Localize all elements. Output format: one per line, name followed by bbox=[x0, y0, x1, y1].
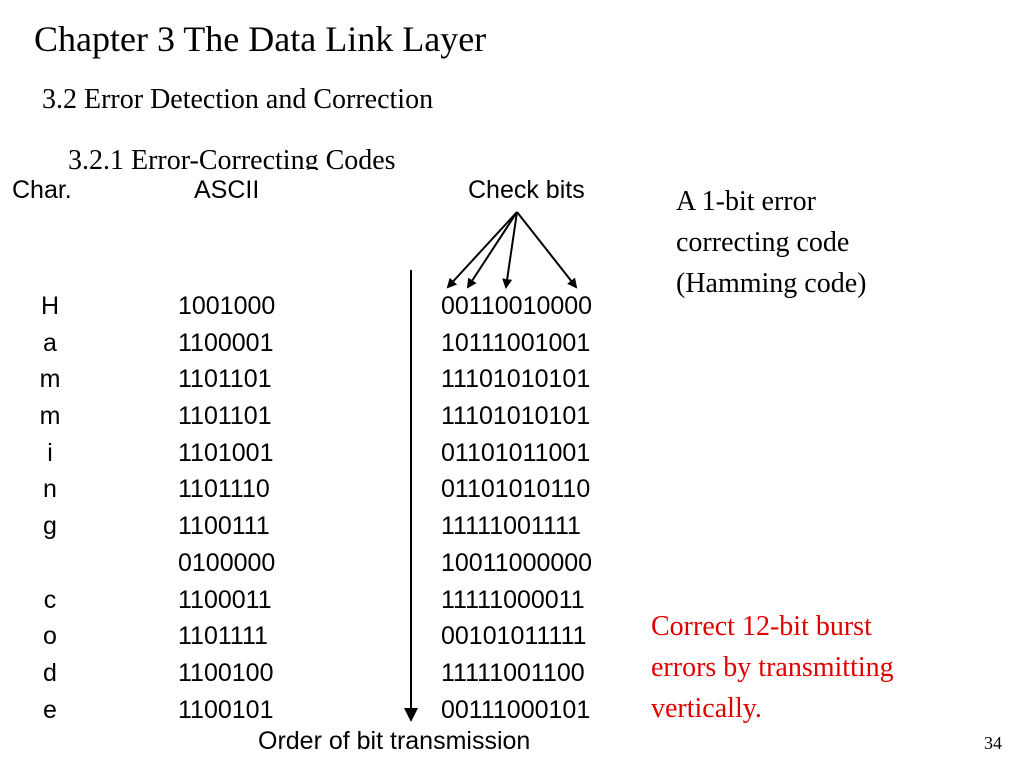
codeword-cell: 10111001001 bbox=[441, 328, 591, 357]
codeword-cell: 11101010101 bbox=[441, 365, 591, 394]
hamming-description: A 1-bit error correcting code (Hamming c… bbox=[676, 181, 867, 304]
burst-error-note: Correct 12-bit burst errors by transmitt… bbox=[651, 606, 894, 729]
slide-title: Chapter 3 The Data Link Layer bbox=[34, 19, 487, 59]
description-line: correcting code bbox=[676, 227, 850, 258]
section-heading: 3.2 Error Detection and Correction bbox=[42, 84, 434, 115]
char-cell: H bbox=[40, 292, 60, 320]
ascii-column: 1001000 1100001 1101101 1101101 1101001 11011… bbox=[178, 288, 275, 728]
codeword-cell: 01101011001 bbox=[441, 438, 591, 467]
ascii-cell: 1101101 bbox=[178, 365, 272, 394]
char-cell: g bbox=[43, 512, 57, 541]
codeword-cell: 00110010000 bbox=[441, 292, 593, 320]
ascii-cell: 1101001 bbox=[178, 438, 274, 467]
ascii-cell: 1100101 bbox=[178, 695, 274, 724]
burst-note-line: vertically. bbox=[651, 693, 762, 724]
check-bit-arrow-1 bbox=[446, 211, 518, 289]
char-cell: o bbox=[43, 622, 57, 651]
page-number: 34 bbox=[984, 733, 1002, 753]
ascii-cell: 1100100 bbox=[178, 658, 274, 687]
burst-note-line: errors by transmitting bbox=[651, 652, 894, 683]
description-line: (Hamming code) bbox=[676, 268, 867, 299]
char-cell: a bbox=[43, 328, 57, 357]
ascii-cell: 1100001 bbox=[178, 328, 274, 357]
char-cell: n bbox=[43, 475, 57, 504]
ascii-cell: 1100111 bbox=[178, 512, 270, 541]
description-line: A 1-bit error bbox=[676, 186, 816, 217]
char-column-header: Char. bbox=[12, 176, 72, 204]
char-cell: d bbox=[43, 658, 57, 687]
check-bits-header: Check bits bbox=[468, 176, 585, 204]
codeword-cell: 11101010101 bbox=[441, 402, 591, 431]
codeword-cell: 11111001111 bbox=[441, 512, 581, 541]
codeword-cell: 11111000011 bbox=[441, 585, 585, 614]
codeword-cell: 00111000101 bbox=[441, 695, 591, 724]
ascii-column-header: ASCII bbox=[194, 176, 260, 204]
burst-note-line: Correct 12-bit burst bbox=[651, 611, 872, 642]
ascii-cell: 1101111 bbox=[178, 622, 268, 651]
char-cell: m bbox=[39, 365, 61, 394]
ascii-cell: 1101110 bbox=[178, 475, 270, 504]
transmission-order-label: Order of bit transmission bbox=[258, 727, 531, 755]
codeword-cell: 11111001100 bbox=[441, 658, 585, 687]
char-cell: m bbox=[39, 402, 61, 431]
check-bit-arrow-4 bbox=[502, 211, 518, 289]
codeword-cell: 01101010110 bbox=[441, 475, 591, 504]
char-cell: i bbox=[47, 438, 53, 467]
ascii-cell: 0100000 bbox=[178, 548, 276, 577]
codeword-cell: 00101011111 bbox=[441, 622, 587, 651]
char-cell: e bbox=[43, 695, 57, 724]
subsection-heading: 3.2.1 Error-Correcting Codes bbox=[68, 145, 396, 170]
char-cell: c bbox=[43, 585, 57, 614]
ascii-cell: 1100011 bbox=[178, 585, 272, 614]
codeword-column: 00110010000 10111001001 11101010101 1110101… bbox=[441, 288, 592, 728]
check-bit-arrow-8 bbox=[516, 211, 578, 289]
check-bit-arrow-2 bbox=[466, 211, 518, 289]
ascii-cell: 1101101 bbox=[178, 402, 272, 431]
codeword-cell: 10011000000 bbox=[441, 548, 593, 577]
ascii-cell: 1001000 bbox=[178, 292, 276, 320]
